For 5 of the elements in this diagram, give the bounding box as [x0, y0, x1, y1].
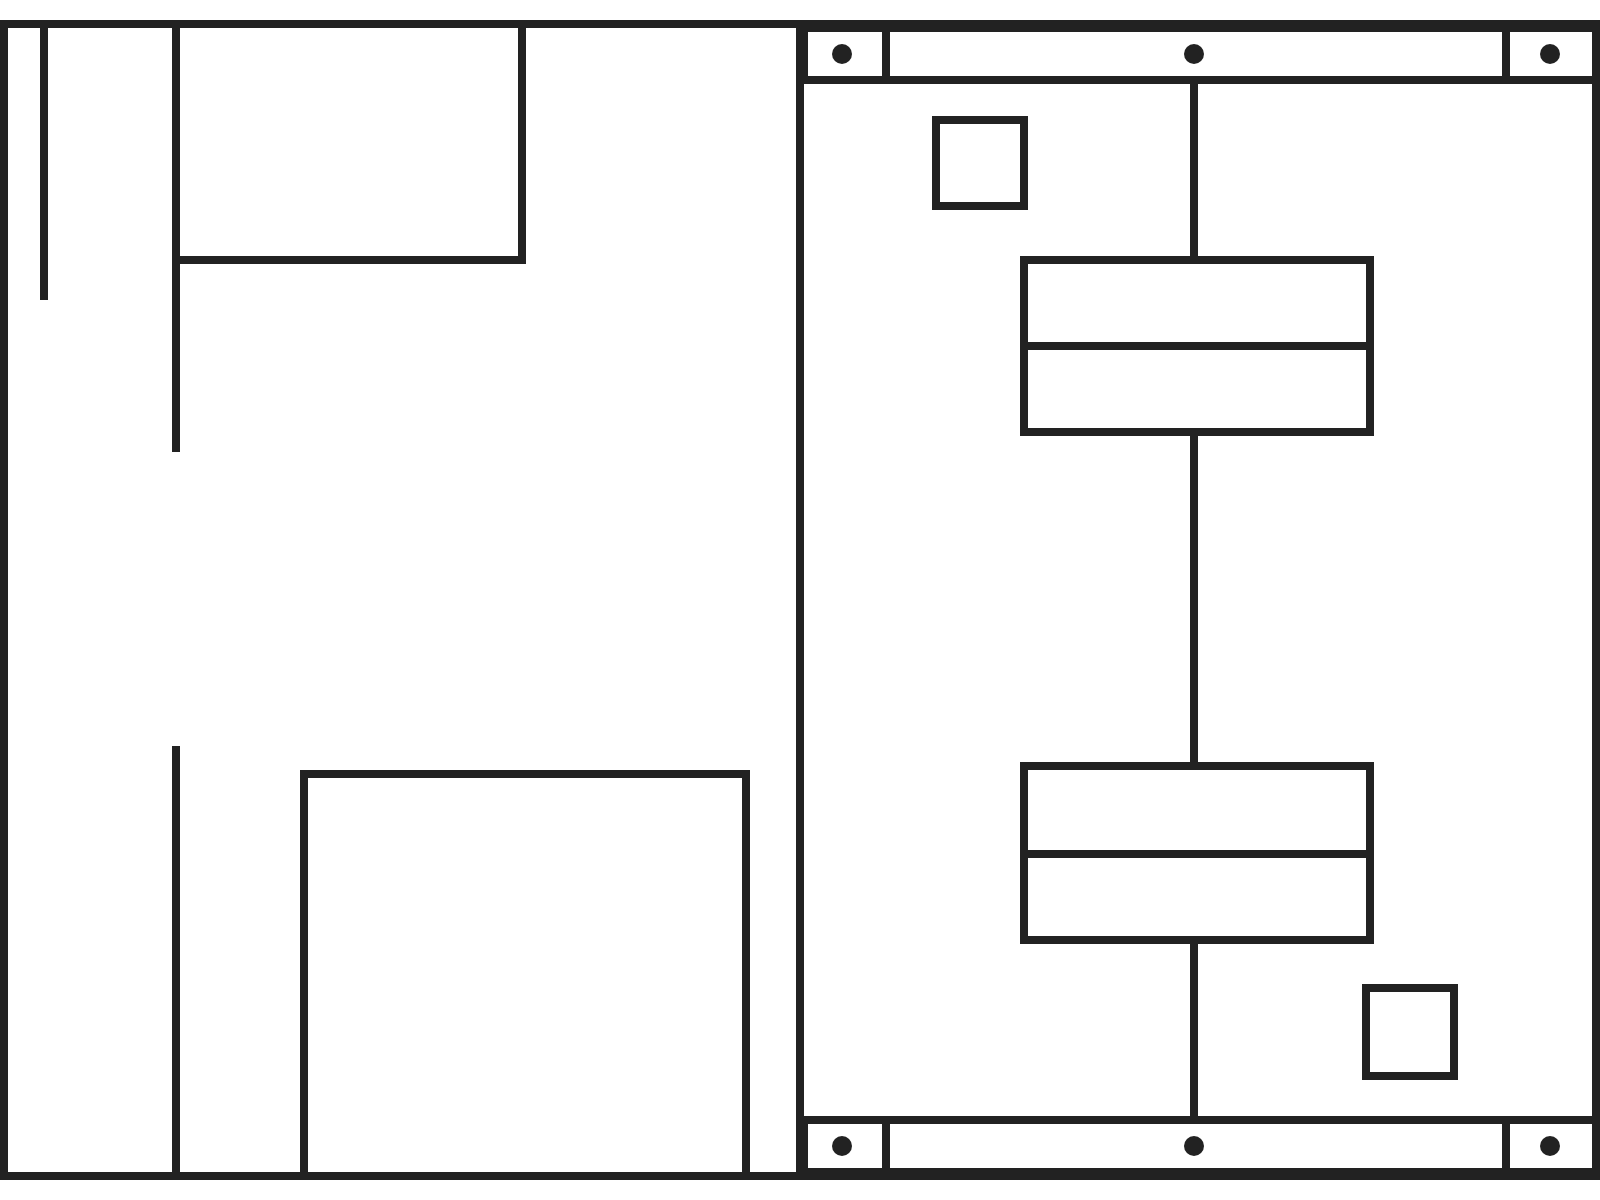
split-box: [1020, 256, 1374, 436]
connector-line: [1190, 436, 1198, 762]
split-box: [1020, 762, 1374, 944]
connector-line: [1190, 84, 1198, 256]
connector-line: [1190, 944, 1198, 1116]
